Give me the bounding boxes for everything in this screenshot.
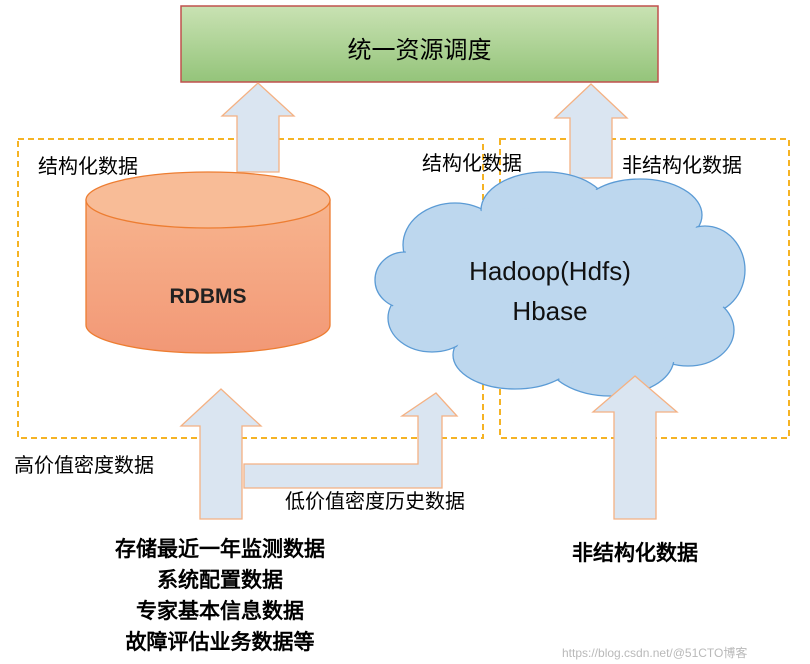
right-region-label: 非结构化数据 bbox=[622, 153, 742, 177]
watermark: https://blog.csdn.net/@51CTO博客 bbox=[562, 646, 748, 660]
left-source-line-1: 存储最近一年监测数据 bbox=[115, 537, 325, 561]
rdbms-label: RDBMS bbox=[169, 285, 247, 308]
up-arrow-left-top bbox=[220, 82, 296, 173]
rdbms-cylinder bbox=[85, 171, 331, 354]
top-box bbox=[180, 5, 659, 83]
up-arrow-right-top bbox=[553, 83, 629, 179]
hadoop-cloud bbox=[374, 171, 746, 397]
high-value-label: 高价值密度数据 bbox=[14, 453, 154, 477]
left-source-line-2: 系统配置数据 bbox=[157, 568, 283, 592]
right-source-label: 非结构化数据 bbox=[572, 541, 698, 565]
bent-arrow-to-hadoop bbox=[243, 392, 459, 489]
top-box-label: 统一资源调度 bbox=[347, 36, 492, 64]
middle-region-label: 结构化数据 bbox=[422, 151, 522, 175]
left-source-line-4: 故障评估业务数据等 bbox=[125, 630, 315, 654]
hadoop-label: Hadoop(Hdfs) bbox=[469, 256, 631, 286]
up-arrow-to-rdbms bbox=[179, 388, 263, 520]
hbase-label: Hbase bbox=[512, 296, 588, 326]
left-source-line-3: 专家基本信息数据 bbox=[136, 599, 304, 623]
left-region-label: 结构化数据 bbox=[38, 154, 138, 178]
low-value-label: 低价值密度历史数据 bbox=[285, 489, 465, 513]
up-arrow-unstructured bbox=[591, 375, 679, 520]
